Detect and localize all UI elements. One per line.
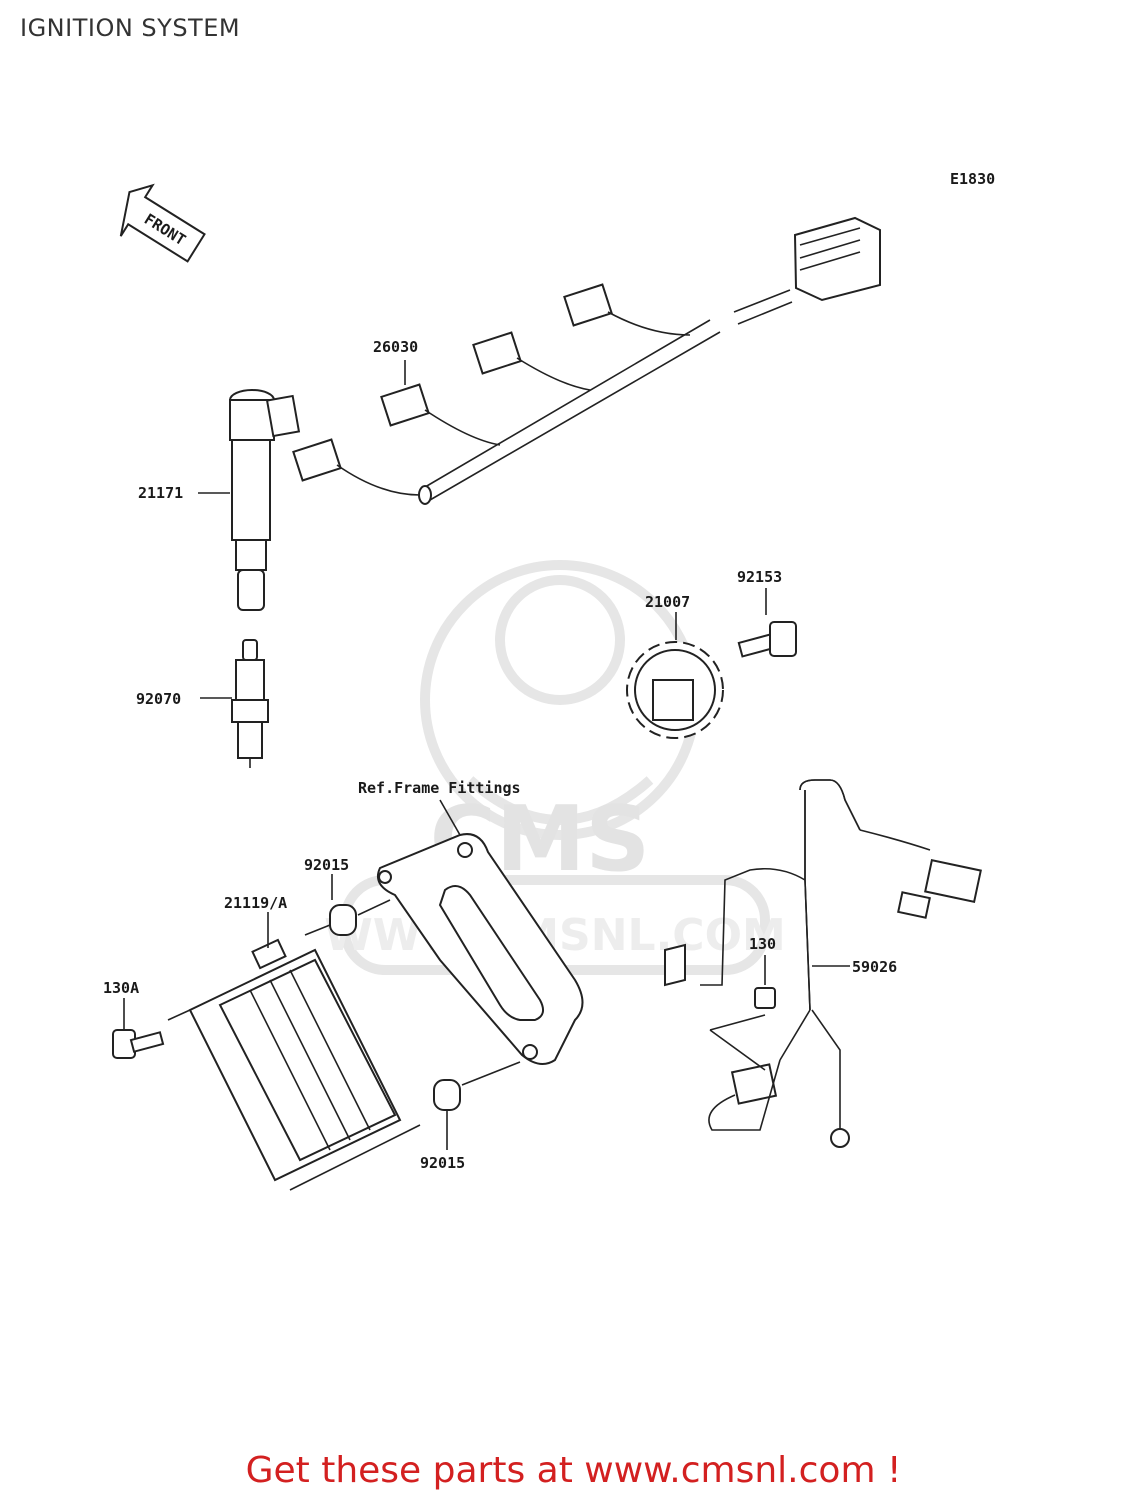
bolt-130A xyxy=(112,1029,165,1059)
collar-92015-upper xyxy=(304,899,391,936)
part-label-92015-upper: 92015 xyxy=(304,856,349,874)
part-label-59026: 59026 xyxy=(852,958,897,976)
footer-parts-link[interactable]: Get these parts at www.cmsnl.com ! xyxy=(245,1450,902,1491)
part-label-92070: 92070 xyxy=(136,690,181,708)
parts-diagram: CMS WWW.CMSNL.COM E1830 FRONT xyxy=(103,170,995,1191)
spark-plug-92070 xyxy=(231,639,269,768)
bolt-92153 xyxy=(737,621,797,658)
part-label-92153: 92153 xyxy=(737,568,782,586)
part-label-130A: 130A xyxy=(103,979,139,997)
ref-frame-fittings-label: Ref.Frame Fittings xyxy=(358,779,521,797)
frame-bracket xyxy=(376,799,584,1065)
diagram-code: E1830 xyxy=(950,170,995,188)
ignition-coil-21171 xyxy=(229,389,301,611)
bolt-130 xyxy=(754,955,776,1009)
front-arrow-icon: FRONT xyxy=(119,183,206,263)
part-label-21119A: 21119/A xyxy=(224,894,287,912)
cms-watermark: CMS WWW.CMSNL.COM xyxy=(324,560,786,975)
part-label-92015-lower: 92015 xyxy=(420,1154,465,1172)
pickup-harness-59026 xyxy=(664,779,982,1148)
harness-26030 xyxy=(292,216,881,505)
part-label-21007: 21007 xyxy=(645,593,690,611)
collar-92015-lower xyxy=(433,1061,521,1111)
rotor-21007 xyxy=(626,641,724,739)
part-label-26030: 26030 xyxy=(373,338,418,356)
part-label-130: 130 xyxy=(749,935,776,953)
page-title: IGNITION SYSTEM xyxy=(20,14,241,42)
part-label-21171: 21171 xyxy=(138,484,183,502)
igniter-21119A xyxy=(167,938,421,1191)
